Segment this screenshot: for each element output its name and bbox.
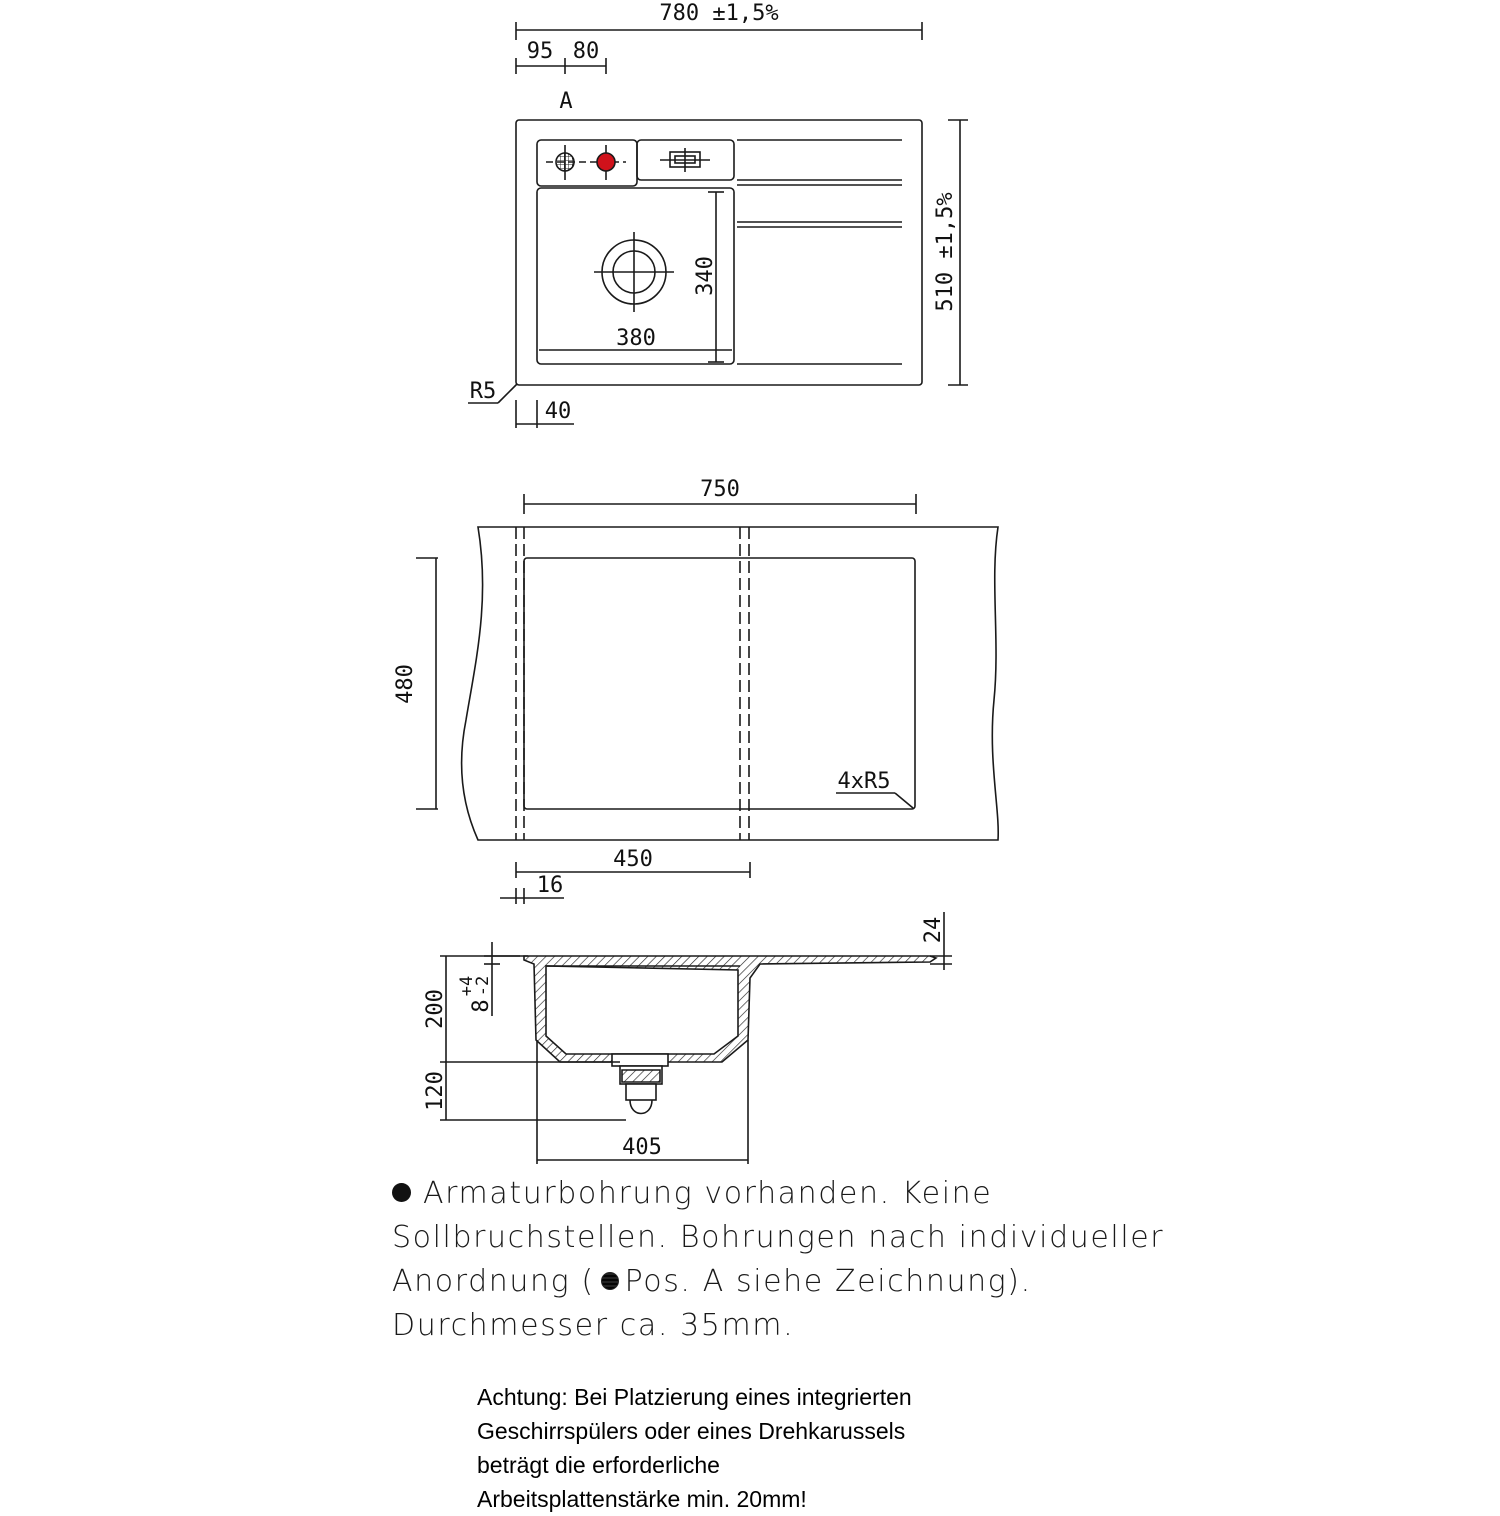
drain-height-label: 120 <box>423 1071 448 1111</box>
corner-radius-label: R5 <box>470 379 497 404</box>
warning-line-4: Arbeitsplattenstärke min. 20mm! <box>477 1486 807 1512</box>
note-line-1: Armaturbohrung vorhanden. Keine <box>423 1176 993 1211</box>
warning-line-3: beträgt die erforderliche <box>477 1452 720 1478</box>
bowl-depth-label: 340 <box>693 256 718 296</box>
section-view-labels: 24 +4 -2 8 200 120 405 <box>423 917 946 1160</box>
cutout-width-label: 750 <box>700 477 740 502</box>
cutout-radius-label: 4xR5 <box>838 769 891 794</box>
bowl-width-label: 380 <box>616 326 656 351</box>
rim-height-label: 24 <box>921 917 946 944</box>
bowl-inner-width-label: 405 <box>622 1135 662 1160</box>
warning-line-1: Achtung: Bei Platzierung eines integrier… <box>477 1384 912 1410</box>
worktop-warning: Achtung: Bei Platzierung eines integrier… <box>477 1380 1177 1516</box>
note-line-3a: Anordnung ( <box>392 1264 595 1299</box>
note-line-4: Durchmesser ca. 35mm. <box>392 1308 795 1343</box>
cutout-depth-label: 480 <box>393 664 418 704</box>
offset-label: 16 <box>537 873 564 898</box>
tolerance-upper-label: +4 <box>457 976 477 996</box>
section-view <box>440 912 952 1164</box>
cabinet-width-label: 450 <box>613 847 653 872</box>
top-view <box>468 22 968 428</box>
tolerance-lower-label: -2 <box>473 976 493 996</box>
offset-a-label: 95 <box>527 39 554 64</box>
tap-hole-note: Armaturbohrung vorhanden. Keine Sollbruc… <box>392 1172 1172 1348</box>
bowl-height-label: 200 <box>423 989 448 1029</box>
note-line-3b: Pos. A siehe Zeichnung). <box>624 1264 1032 1299</box>
hatched-circle-icon <box>600 1272 619 1290</box>
cutout-view <box>416 494 1000 904</box>
rim-width-label: 40 <box>545 399 572 424</box>
warning-line-2: Geschirrspülers oder eines Drehkarussels <box>477 1418 906 1444</box>
tap-hole-marker <box>596 152 616 172</box>
position-a-label: A <box>559 89 572 114</box>
overall-depth-label: 510 ±1,5% <box>933 192 958 311</box>
cutout-view-labels: 750 480 4xR5 450 16 <box>393 477 890 898</box>
top-view-labels: 780 ±1,5% 95 80 A 340 380 510 ±1,5% R5 4… <box>470 1 958 424</box>
tolerance-base-label: 8 <box>469 999 494 1012</box>
bullet-icon <box>392 1183 411 1202</box>
offset-b-label: 80 <box>573 39 600 64</box>
note-line-2: Sollbruchstellen. Bohrungen nach individ… <box>392 1220 1165 1255</box>
overall-width-label: 780 ±1,5% <box>659 1 778 26</box>
